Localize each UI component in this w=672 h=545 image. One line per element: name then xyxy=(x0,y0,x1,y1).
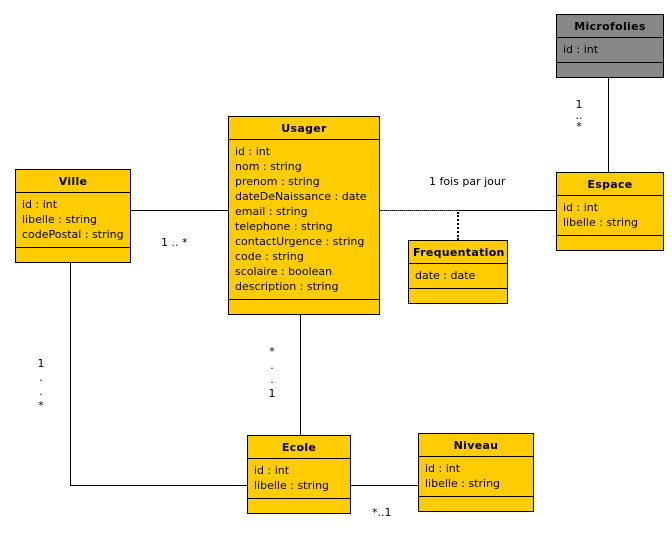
attribute-row: libelle : string xyxy=(563,216,639,229)
attribute-row: scolaire : boolean xyxy=(235,265,333,278)
class-attributes-ecole: id : int libelle : string xyxy=(248,459,350,499)
class-box-ville[interactable]: Ville id : int libelle : string codePost… xyxy=(15,169,131,263)
attribute-row: contactUrgence : string xyxy=(235,235,365,248)
attribute-row: email : string xyxy=(235,205,308,218)
multiplicity-ecole-niveau: *..1 xyxy=(372,506,392,519)
connector-ville-ecole-vertical xyxy=(70,256,71,485)
multiplicity-ville-usager: 1 .. * xyxy=(161,236,188,249)
association-note-usager-espace: 1 fois par jour xyxy=(429,175,506,188)
connector-ville-usager xyxy=(131,210,228,211)
class-name-niveau: Niveau xyxy=(419,434,533,457)
class-name-espace: Espace xyxy=(557,173,663,196)
attribute-row: telephone : string xyxy=(235,220,333,233)
class-box-frequentation[interactable]: Frequentation date : date xyxy=(408,240,508,304)
attribute-row: id : int xyxy=(22,198,58,211)
mult-line: * xyxy=(576,120,582,133)
connector-microfolies-espace xyxy=(608,72,609,172)
class-operations-ville xyxy=(16,248,130,262)
attribute-row: date : date xyxy=(415,269,476,282)
attribute-row: id : int xyxy=(563,43,599,56)
class-name-ecole: Ecole xyxy=(248,436,350,459)
attribute-row: libelle : string xyxy=(425,477,501,490)
connector-frequentation-dotted xyxy=(457,212,459,240)
class-operations-usager xyxy=(229,300,379,314)
mult-line: 1 xyxy=(575,98,583,111)
class-box-usager[interactable]: Usager id : int nom : string prenom : st… xyxy=(228,116,380,315)
attribute-row: prenom : string xyxy=(235,175,320,188)
attribute-row: nom : string xyxy=(235,160,302,173)
connector-ville-ecole-horizontal xyxy=(70,485,247,486)
multiplicity-usager-ecole: * . . 1 xyxy=(262,345,282,401)
connector-ecole-niveau xyxy=(351,485,418,486)
class-box-espace[interactable]: Espace id : int libelle : string xyxy=(556,172,664,251)
multiplicity-ville-ecole: 1 . . * xyxy=(31,357,51,413)
connector-usager-ecole xyxy=(300,308,301,435)
class-operations-niveau xyxy=(419,497,533,511)
class-operations-frequentation xyxy=(409,289,507,303)
multiplicity-microfolies-espace: 1 .. * xyxy=(568,99,590,132)
mult-line: . xyxy=(270,359,274,372)
attribute-row: dateDeNaissance : date xyxy=(235,190,367,203)
mult-line: * xyxy=(38,399,44,412)
attribute-row: id : int xyxy=(563,201,599,214)
class-attributes-usager: id : int nom : string prenom : string da… xyxy=(229,140,379,300)
class-name-microfolies: Microfolies xyxy=(557,15,663,38)
class-name-ville: Ville xyxy=(16,170,130,193)
class-attributes-niveau: id : int libelle : string xyxy=(419,457,533,497)
attribute-row: id : int xyxy=(425,462,461,475)
class-operations-ecole xyxy=(248,499,350,513)
mult-line: .. xyxy=(575,109,583,122)
attribute-row: id : int xyxy=(254,464,290,477)
class-attributes-espace: id : int libelle : string xyxy=(557,196,663,236)
class-name-frequentation: Frequentation xyxy=(409,241,507,264)
class-box-microfolies[interactable]: Microfolies id : int xyxy=(556,14,664,78)
class-attributes-microfolies: id : int xyxy=(557,38,663,63)
class-attributes-frequentation: date : date xyxy=(409,264,507,289)
class-box-ecole[interactable]: Ecole id : int libelle : string xyxy=(247,435,351,514)
attribute-row: codePostal : string xyxy=(22,228,124,241)
class-operations-espace xyxy=(557,236,663,250)
connector-usager-espace xyxy=(380,210,556,211)
mult-line: 1 xyxy=(37,357,45,370)
mult-line: 1 xyxy=(268,387,276,400)
attribute-row: description : string xyxy=(235,280,339,293)
mult-line: . xyxy=(39,385,43,398)
connector-association-dot-stub xyxy=(382,210,458,211)
mult-line: . xyxy=(270,373,274,386)
class-box-niveau[interactable]: Niveau id : int libelle : string xyxy=(418,433,534,512)
mult-line: . xyxy=(39,371,43,384)
attribute-row: id : int xyxy=(235,145,271,158)
attribute-row: libelle : string xyxy=(254,479,330,492)
class-name-usager: Usager xyxy=(229,117,379,140)
mult-line: * xyxy=(269,345,275,358)
attribute-row: code : string xyxy=(235,250,304,263)
attribute-row: libelle : string xyxy=(22,213,98,226)
class-operations-microfolies xyxy=(557,63,663,77)
class-attributes-ville: id : int libelle : string codePostal : s… xyxy=(16,193,130,248)
